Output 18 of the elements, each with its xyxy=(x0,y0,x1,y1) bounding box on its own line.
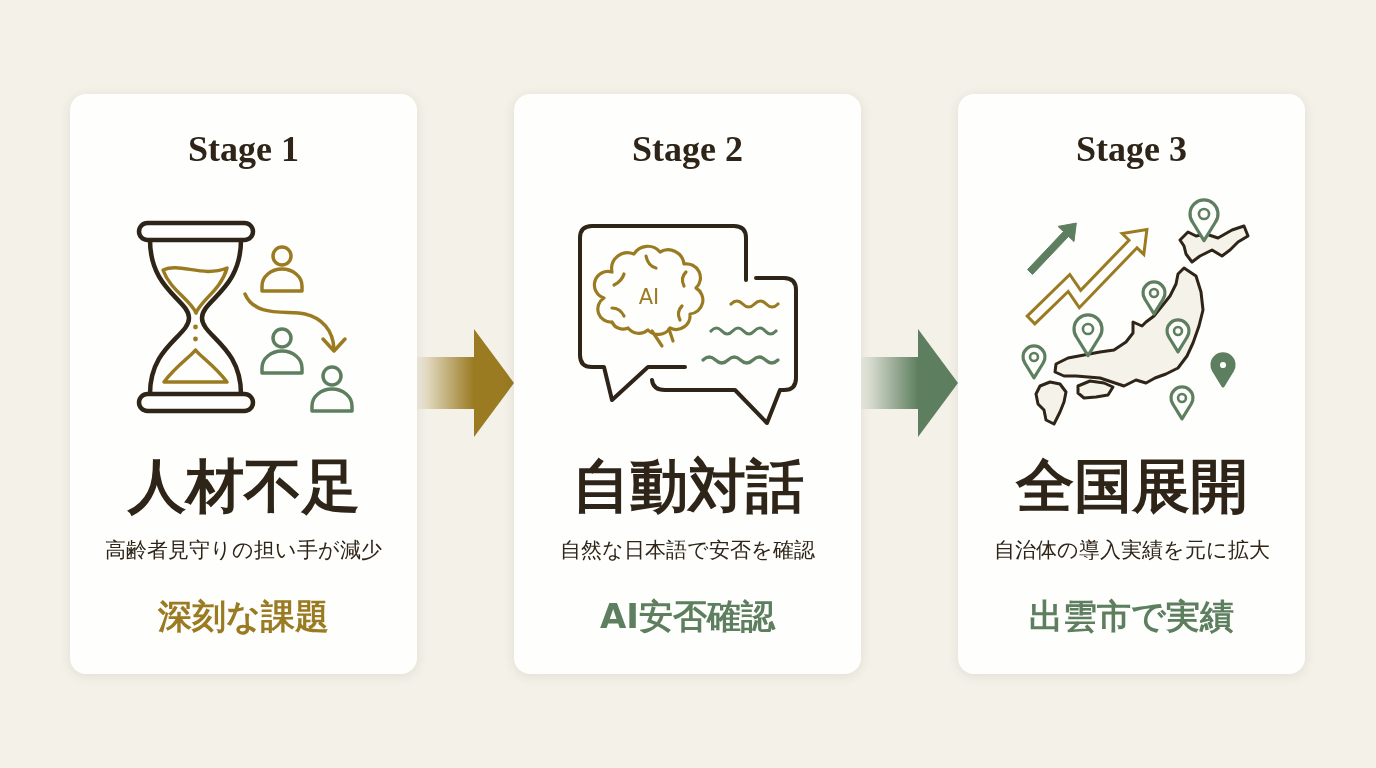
stage-highlight: 出雲市で実績 xyxy=(1029,595,1234,637)
icon-label: AI xyxy=(638,285,660,309)
stage-title: 自動対話 xyxy=(571,452,804,520)
stage-description: 自然な日本語で安否を確認 xyxy=(560,537,815,564)
stage-highlight: AI安否確認 xyxy=(600,595,775,637)
arrow xyxy=(417,329,514,437)
stage-heading: Stage 1 xyxy=(188,128,299,170)
stage-description: 高齢者見守りの担い手が減少 xyxy=(105,537,382,564)
arrow xyxy=(861,329,958,437)
stage-highlight: 深刻な課題 xyxy=(158,595,329,637)
stage-title: 全国展開 xyxy=(1015,452,1248,520)
stage-heading: Stage 3 xyxy=(1076,128,1187,170)
stage-card xyxy=(70,94,417,674)
stage-heading: Stage 2 xyxy=(632,128,743,170)
stage-title: 人材不足 xyxy=(127,452,360,520)
stage-card xyxy=(514,94,861,674)
stage-card xyxy=(958,94,1305,674)
stage-description: 自治体の導入実績を元に拡大 xyxy=(993,537,1270,564)
